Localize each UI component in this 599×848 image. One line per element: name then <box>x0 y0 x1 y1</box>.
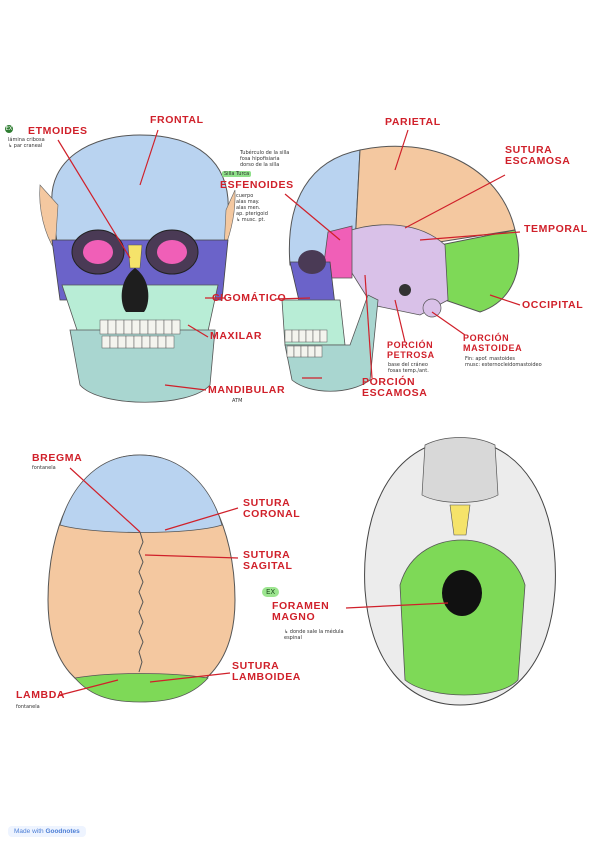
mandible-lateral <box>284 294 379 392</box>
occipital-superior <box>74 673 209 703</box>
label-occipital: OCCIPITAL <box>522 299 584 311</box>
note-silla-turca: Silla Turca <box>222 171 252 177</box>
note-esfenoides-top: Tubérculo de la silla fosa hipofisiaria … <box>240 150 290 168</box>
label-porcion-mastoidea: PORCIÓN MASTOIDEA <box>463 333 523 353</box>
occipital-inferior <box>399 539 526 696</box>
note-lambda: fontanela <box>16 704 40 710</box>
temporal-bone <box>344 224 449 316</box>
label-foramen-magno: FORAMEN MAGNO <box>272 600 330 623</box>
skull-lateral-view <box>274 129 521 392</box>
label-lambda: LAMBDA <box>16 689 66 701</box>
sphenoid-inferior <box>449 504 471 536</box>
sagittal-suture <box>138 531 144 673</box>
ethmoid-anterior <box>127 244 143 269</box>
goodnotes-watermark: Made with Goodnotes <box>8 826 86 837</box>
label-sutura-coronal: SUTURA CORONAL <box>243 497 301 520</box>
leaders-superior <box>59 467 239 696</box>
label-maxilar: MAXILAR <box>210 330 263 342</box>
frontal-superior <box>59 454 223 533</box>
teeth-lateral <box>284 329 328 358</box>
made-with-text: Made with <box>14 828 44 835</box>
label-porcion-escamosa: PORCIÓN ESCAMOSA <box>362 376 428 399</box>
lateral-orbit <box>298 250 326 274</box>
label-sutura-escamosa: SUTURA ESCAMOSA <box>505 144 571 167</box>
label-etmoides: ETMOIDES <box>28 125 88 137</box>
goodnotes-brand: Goodnotes <box>45 828 80 835</box>
mastoid-process <box>422 298 442 318</box>
label-porcion-petrosa: PORCIÓN PETROSA <box>387 340 435 360</box>
right-orbit-sphenoid <box>157 240 187 264</box>
ear-canal <box>399 284 411 296</box>
frontal-bone <box>51 134 229 251</box>
label-bregma: BREGMA <box>32 452 83 464</box>
note-bregma: fontanela <box>32 465 56 471</box>
note-mastoidea: Fin: apof. mastoides musc: esternocleido… <box>465 356 542 368</box>
teeth-anterior <box>99 319 181 349</box>
label-sutura-sagital: SUTURA SAGITAL <box>243 549 293 572</box>
note-petrosa: base del cráneo fosas temp./ant. <box>388 362 429 374</box>
ex-pill: EX <box>262 587 280 597</box>
note-esfenoides-list: cuerpo alas may. alas men. ap. pterigoid… <box>236 193 268 223</box>
ex-badge-etmoides: EX <box>5 125 13 133</box>
label-frontal: FRONTAL <box>150 114 204 126</box>
occipital-bone <box>439 229 520 313</box>
palate <box>421 437 499 503</box>
note-atm: ATM <box>232 398 243 404</box>
leaders-anterior <box>57 129 225 391</box>
leader-foramen <box>345 602 449 609</box>
label-parietal: PARIETAL <box>385 116 441 128</box>
left-orbit-sphenoid <box>83 240 113 264</box>
label-esfenoides: ESFENOIDES <box>220 179 294 191</box>
leaders-lateral <box>274 129 521 379</box>
nasal-cavity <box>121 268 149 312</box>
label-mandibular: MANDIBULAR <box>208 384 286 396</box>
skull-inferior-view <box>345 437 556 706</box>
label-sutura-lamboidea: SUTURA LAMBOIDEA <box>232 660 301 683</box>
skull-superior-view <box>47 454 239 703</box>
label-cigomatico: CIGOMÁTICO <box>212 292 287 304</box>
foramen-magnum-hole <box>442 570 482 616</box>
note-etmoides: lámina cribosa ↳ par craneal <box>8 137 45 149</box>
label-temporal: TEMPORAL <box>524 223 588 235</box>
note-foramen: ↳ donde sale la médula espinal <box>284 629 344 641</box>
skull-anterior-view <box>39 129 236 403</box>
